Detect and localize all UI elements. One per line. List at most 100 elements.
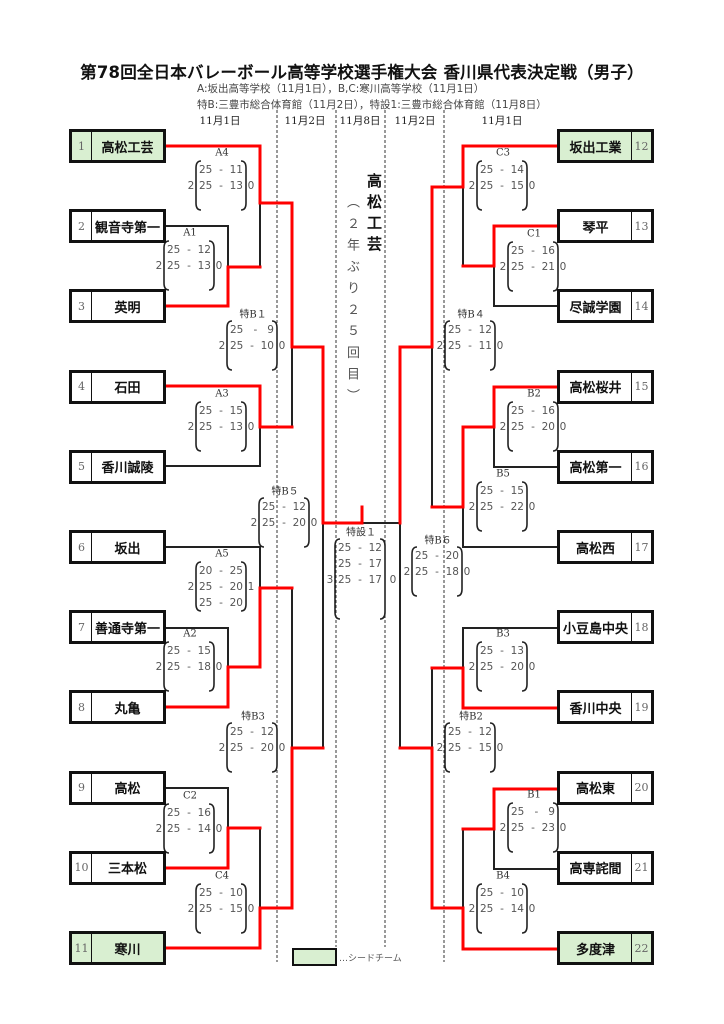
score-dash: - (250, 726, 254, 738)
score-dash: - (219, 164, 223, 176)
team-number: 1 (72, 132, 92, 160)
team-name: 高松 (114, 782, 141, 798)
team-number: 21 (631, 853, 651, 882)
set-score-row: 25-20 (262, 517, 306, 529)
sets-won-right: 0 (215, 661, 223, 673)
team-number: 12 (631, 132, 651, 160)
team-number: 22 (631, 934, 651, 962)
set-score-b: 12 (368, 542, 382, 554)
set-score-row: 25-15 (480, 485, 524, 497)
score-paren-left (476, 641, 483, 692)
set-score-a: 25 (230, 340, 244, 352)
set-score-row: 25-15 (480, 180, 524, 192)
set-score-a: 25 (480, 903, 494, 915)
score-paren-left (444, 320, 451, 371)
set-score-a: 25 (338, 574, 352, 586)
score-dash: - (468, 340, 472, 352)
sets-won-right: 0 (463, 566, 471, 578)
sets-won-left: 2 (436, 340, 444, 352)
set-score-row: 25-11 (199, 164, 243, 176)
score-dash: - (531, 245, 535, 257)
set-score-a: 25 (167, 244, 181, 256)
score-dash: - (187, 244, 191, 256)
sets-won-right: 0 (559, 421, 567, 433)
set-score-row: 25-18 (167, 661, 211, 673)
score-paren-right (208, 240, 215, 291)
set-score-row: 25-10 (480, 887, 524, 899)
score-dash: - (468, 324, 472, 336)
team-number: 4 (72, 372, 92, 401)
score-dash: - (468, 742, 472, 754)
match-label: 特B５ (271, 486, 299, 498)
score-paren-left (411, 546, 418, 597)
set-score-a: 25 (448, 742, 462, 754)
set-score-row: 25-15 (199, 903, 243, 915)
set-score-row: 25-14 (480, 164, 524, 176)
set-score-a: 25 (448, 324, 462, 336)
score-paren-right (521, 641, 528, 692)
team-number: 15 (631, 372, 651, 401)
match-label: C1 (526, 228, 542, 240)
match-label: C4 (214, 870, 230, 882)
set-score-b: 23 (541, 822, 555, 834)
set-score-row: 25-15 (199, 405, 243, 417)
date-label-left-round2: 11月2日 (284, 115, 326, 127)
set-score-a: 25 (199, 903, 213, 915)
date-label-right-round2: 11月2日 (394, 115, 436, 127)
score-paren-left (444, 722, 451, 773)
set-score-row: 25-12 (338, 542, 382, 554)
team-number: 9 (72, 773, 92, 802)
set-score-a: 25 (448, 726, 462, 738)
score-dash: - (219, 405, 223, 417)
set-score-a: 25 (167, 823, 181, 835)
score-paren-right (208, 641, 215, 692)
set-score-row: 25-20 (199, 581, 243, 593)
sets-won-right: 0 (528, 501, 536, 513)
sets-won-right: 0 (310, 517, 318, 529)
sets-won-left: 2 (187, 903, 195, 915)
set-score-b: 15 (478, 742, 492, 754)
sets-won-right: 0 (247, 903, 255, 915)
team-number: 14 (631, 292, 651, 321)
team-name: 高松東 (575, 782, 615, 798)
seed-legend-swatch (292, 948, 337, 966)
set-score-a: 25 (511, 245, 525, 257)
set-score-a: 25 (230, 324, 244, 336)
score-dash: - (531, 405, 535, 417)
set-score-row: 25-22 (480, 501, 524, 513)
score-paren-right (552, 802, 559, 853)
score-paren-right (208, 803, 215, 854)
score-paren-left (507, 802, 514, 853)
set-score-b: 12 (292, 501, 306, 513)
team-name: 香川誠陵 (101, 461, 154, 477)
set-score-row: 25-16 (511, 245, 555, 257)
set-score-b: 16 (197, 807, 211, 819)
team-name: 石田 (114, 381, 141, 397)
set-score-row: 25-15 (167, 645, 211, 657)
set-score-row: 25-15 (448, 742, 492, 754)
match-label: B2 (527, 388, 541, 400)
set-score-row: 25-17 (338, 558, 382, 570)
team-number: 8 (72, 693, 92, 722)
set-score-a: 25 (415, 550, 429, 562)
set-score-b: 10 (229, 887, 243, 899)
match-label: A2 (183, 628, 197, 640)
score-dash: - (187, 260, 191, 272)
set-score-b: 18 (197, 661, 211, 673)
date-label-final: 11月8日 (339, 115, 381, 127)
match-label: B5 (496, 468, 510, 480)
set-score-row: 25-20 (480, 661, 524, 673)
set-score-a: 25 (448, 340, 462, 352)
sets-won-left: 2 (155, 823, 163, 835)
set-score-b: 21 (541, 261, 555, 273)
set-score-b: 20 (229, 597, 243, 609)
score-dash: - (500, 661, 504, 673)
score-paren-right (489, 722, 496, 773)
sets-won-left: 2 (187, 581, 195, 593)
match-label: B3 (496, 628, 510, 640)
set-score-b: 20 (292, 517, 306, 529)
